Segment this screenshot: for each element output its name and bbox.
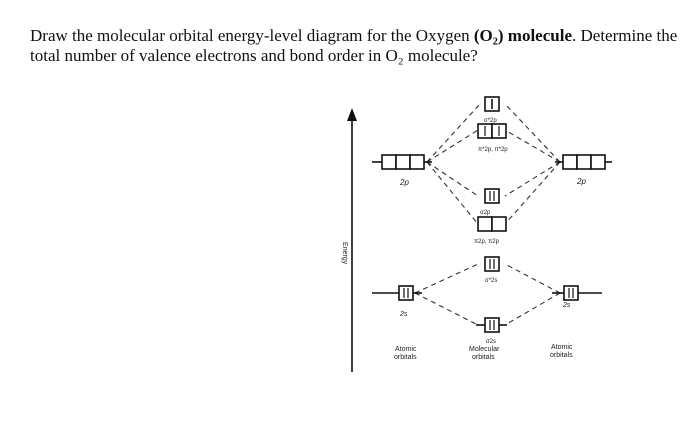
- sigma-star-2s-orbital: σ*2s: [484, 256, 500, 284]
- col-right-line2: orbitals: [550, 352, 573, 359]
- column-labels: Atomic orbitals Molecular orbitals Atomi…: [394, 344, 573, 361]
- correlation-lines: [414, 103, 561, 326]
- col-mid-line1: Molecular: [469, 346, 500, 353]
- col-left-line2: orbitals: [394, 354, 417, 361]
- sigma-2p-orbital: σ2p: [480, 188, 500, 216]
- question-text: Draw the molecular orbital energy-level …: [30, 26, 680, 66]
- sigma-2s-orbital: σ2s: [476, 317, 507, 345]
- sigma-star-2p-orbital: σ*2p: [484, 96, 500, 124]
- sigma-2p-label: σ2p: [480, 210, 491, 216]
- sigma-star-2p-label: σ*2p: [484, 118, 497, 124]
- sigma-2s-label: σ2s: [486, 339, 496, 345]
- energy-axis: Energy: [341, 108, 357, 372]
- question-molecule: (O₂): [473, 26, 504, 45]
- pi-2p-orbitals: π2p, π2p: [474, 216, 507, 245]
- question-part1: Draw the molecular orbital energy-level …: [30, 26, 474, 45]
- left-2p-label: 2p: [399, 178, 409, 187]
- left-2s-orbital: 2s: [372, 285, 422, 318]
- sigma-star-2s-label: σ*2s: [485, 278, 497, 284]
- col-left-line1: Atomic: [395, 346, 417, 353]
- right-2s-label: 2s: [562, 302, 571, 309]
- col-mid-line2: orbitals: [472, 354, 495, 361]
- pi-star-2p-orbitals: π*2p, π*2p: [477, 123, 508, 153]
- col-right-line1: Atomic: [551, 344, 573, 351]
- energy-axis-label: Energy: [341, 242, 348, 265]
- right-2s-orbital: 2s: [552, 285, 602, 309]
- left-2p-orbitals: 2p: [372, 154, 432, 187]
- question-bold-word: molecule: [507, 26, 572, 45]
- left-2s-label: 2s: [399, 311, 408, 318]
- right-2p-orbitals: 2p: [555, 154, 612, 186]
- pi-2p-label: π2p, π2p: [474, 239, 500, 245]
- question-part2: . Determine the total number of valence …: [30, 26, 678, 65]
- pi-star-2p-label: π*2p, π*2p: [478, 147, 508, 153]
- right-2p-label: 2p: [576, 177, 586, 186]
